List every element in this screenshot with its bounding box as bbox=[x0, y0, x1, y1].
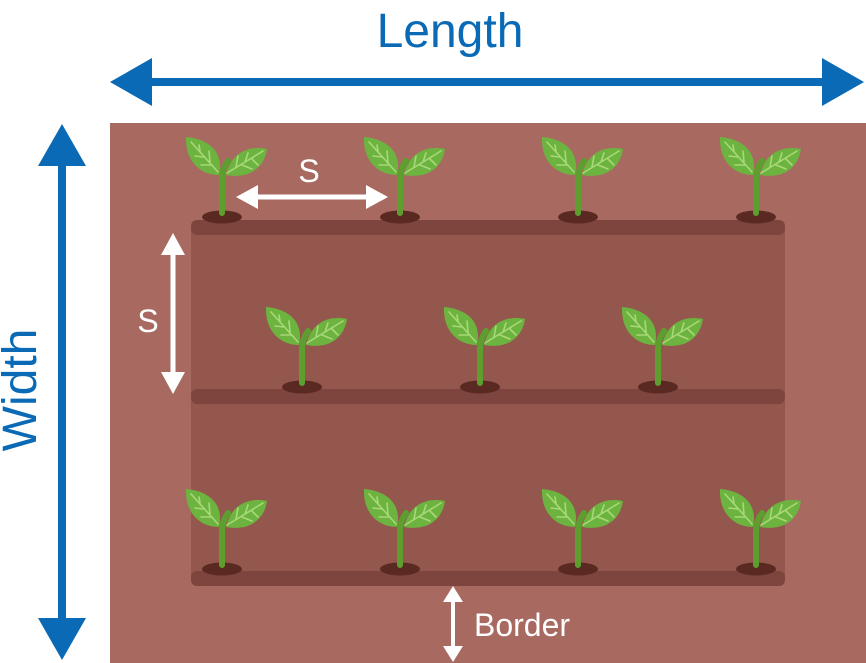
vertical-spacing-label: S bbox=[137, 303, 158, 339]
length-label: Length bbox=[377, 5, 524, 58]
horizontal-spacing-arrow-icon bbox=[236, 185, 388, 209]
vertical-spacing-arrow-icon bbox=[161, 233, 185, 394]
border-arrow-icon bbox=[443, 586, 463, 662]
width-label: Width bbox=[0, 329, 47, 452]
horizontal-spacing-label: S bbox=[298, 153, 319, 189]
border-label: Border bbox=[474, 607, 570, 643]
furrow-row-3 bbox=[191, 571, 785, 586]
furrow-row-2 bbox=[191, 389, 785, 404]
width-arrow-icon bbox=[38, 124, 86, 660]
length-arrow-icon bbox=[110, 58, 864, 106]
furrow-row-1 bbox=[191, 220, 785, 235]
